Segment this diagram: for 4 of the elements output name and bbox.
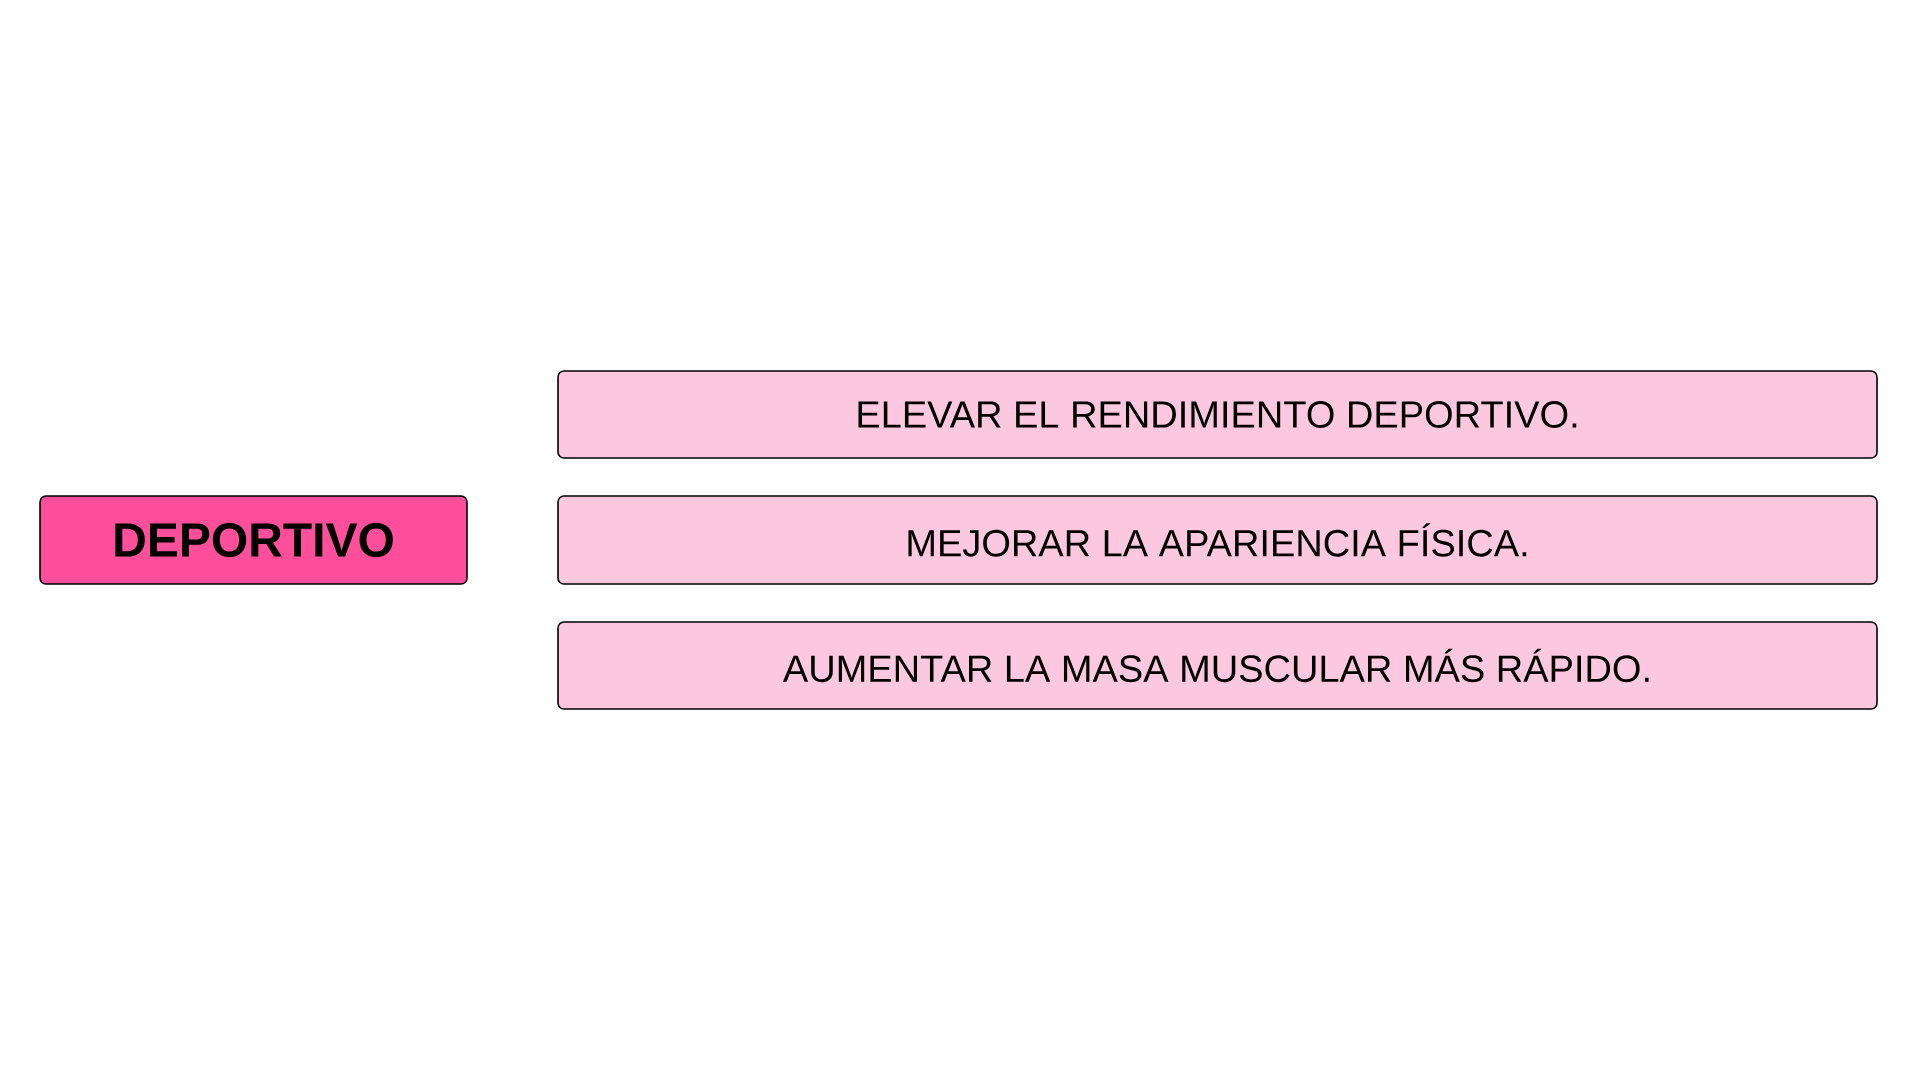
text-box: MEJORAR LA APARIENCIA FÍSICA.	[557, 495, 1878, 585]
category-box: DEPORTIVO	[39, 495, 468, 585]
text-box: ELEVAR EL RENDIMIENTO DEPORTIVO.	[557, 370, 1878, 459]
text-box: AUMENTAR LA MASA MUSCULAR MÁS RÁPIDO.	[557, 621, 1878, 710]
